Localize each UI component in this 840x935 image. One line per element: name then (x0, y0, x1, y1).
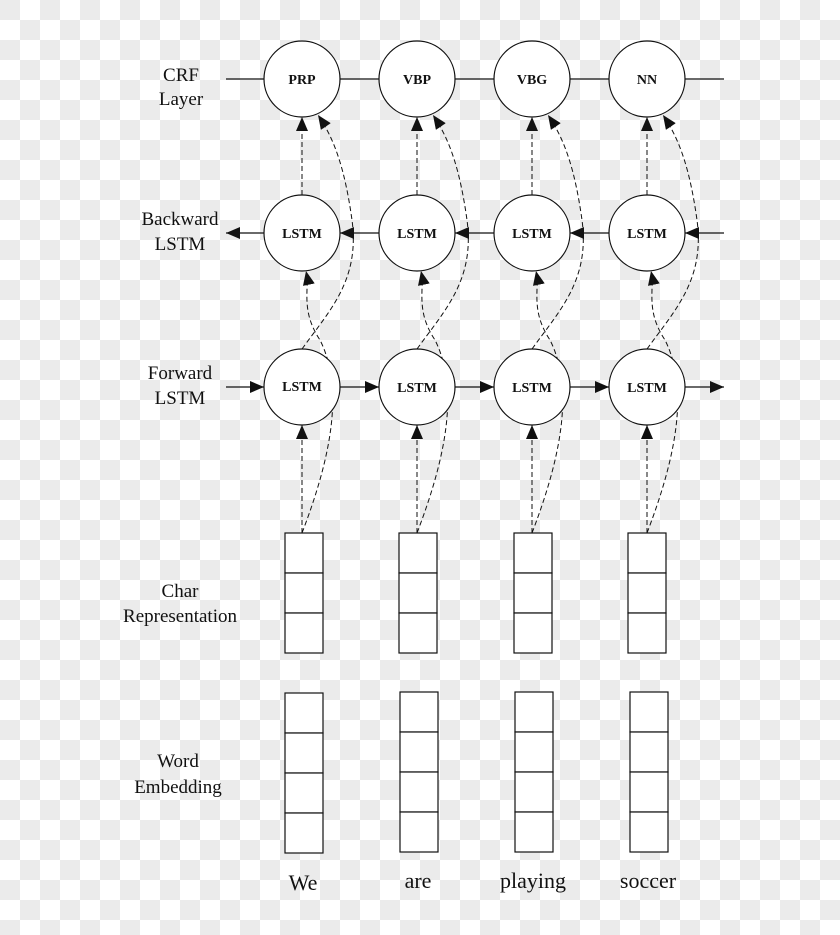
word-embedding-vector (284, 692, 324, 854)
char-representation-vector (398, 532, 438, 654)
crf-node-nn: NN (608, 40, 686, 118)
svg-text:VBG: VBG (517, 73, 547, 88)
label-forward-lstm: Forward LSTM (148, 363, 213, 409)
char-representation-vector (284, 532, 324, 654)
column-we: PRP LSTM LSTM We (263, 40, 341, 895)
svg-text:Char: Char (162, 581, 200, 602)
char-representation-vector (627, 532, 667, 654)
word-label: are (405, 868, 432, 893)
svg-text:LSTM: LSTM (397, 381, 437, 396)
crf-node-vbp: VBP (378, 40, 456, 118)
backward-lstm-node: LSTM (608, 194, 686, 272)
backward-lstm-node: LSTM (263, 194, 341, 272)
label-crf-layer: CRF Layer (159, 65, 204, 110)
column-playing: VBG LSTM LSTM playing (493, 40, 571, 893)
svg-text:LSTM: LSTM (512, 227, 552, 242)
char-representation-vector (513, 532, 553, 654)
svg-text:LSTM: LSTM (627, 381, 667, 396)
svg-text:LSTM: LSTM (627, 227, 667, 242)
word-label: We (289, 870, 318, 895)
svg-text:Forward: Forward (148, 363, 213, 384)
svg-text:Embedding: Embedding (134, 777, 222, 798)
forward-lstm-node: LSTM (263, 348, 341, 426)
word-label: soccer (620, 868, 677, 893)
svg-text:LSTM: LSTM (155, 388, 206, 409)
word-embedding-vector (399, 691, 439, 853)
svg-text:PRP: PRP (288, 73, 316, 88)
label-word-embedding: Word Embedding (134, 751, 222, 798)
forward-lstm-node: LSTM (378, 348, 456, 426)
svg-text:LSTM: LSTM (397, 227, 437, 242)
column-are: VBP LSTM LSTM are (378, 40, 456, 893)
svg-text:LSTM: LSTM (155, 234, 206, 255)
dashed-connections (296, 114, 699, 534)
svg-text:LSTM: LSTM (282, 380, 322, 395)
crf-node-prp: PRP (263, 40, 341, 118)
svg-text:Word: Word (157, 751, 199, 772)
column-soccer: NN LSTM LSTM soccer (608, 40, 686, 893)
label-char-representation: Char Representation (123, 581, 237, 627)
svg-text:Layer: Layer (159, 89, 204, 110)
word-embedding-vector (514, 691, 554, 853)
forward-lstm-node: LSTM (608, 348, 686, 426)
backward-lstm-node: LSTM (378, 194, 456, 272)
backward-lstm-node: LSTM (493, 194, 571, 272)
label-backward-lstm: Backward LSTM (141, 209, 219, 255)
word-embedding-vector (629, 691, 669, 853)
svg-text:LSTM: LSTM (512, 381, 552, 396)
forward-lstm-node: LSTM (493, 348, 571, 426)
crf-node-vbg: VBG (493, 40, 571, 118)
svg-text:LSTM: LSTM (282, 227, 322, 242)
svg-text:VBP: VBP (403, 73, 431, 88)
svg-text:NN: NN (637, 73, 657, 88)
svg-text:CRF: CRF (163, 65, 199, 86)
svg-text:Backward: Backward (141, 209, 219, 230)
svg-text:Representation: Representation (123, 606, 237, 627)
word-label: playing (500, 868, 566, 893)
